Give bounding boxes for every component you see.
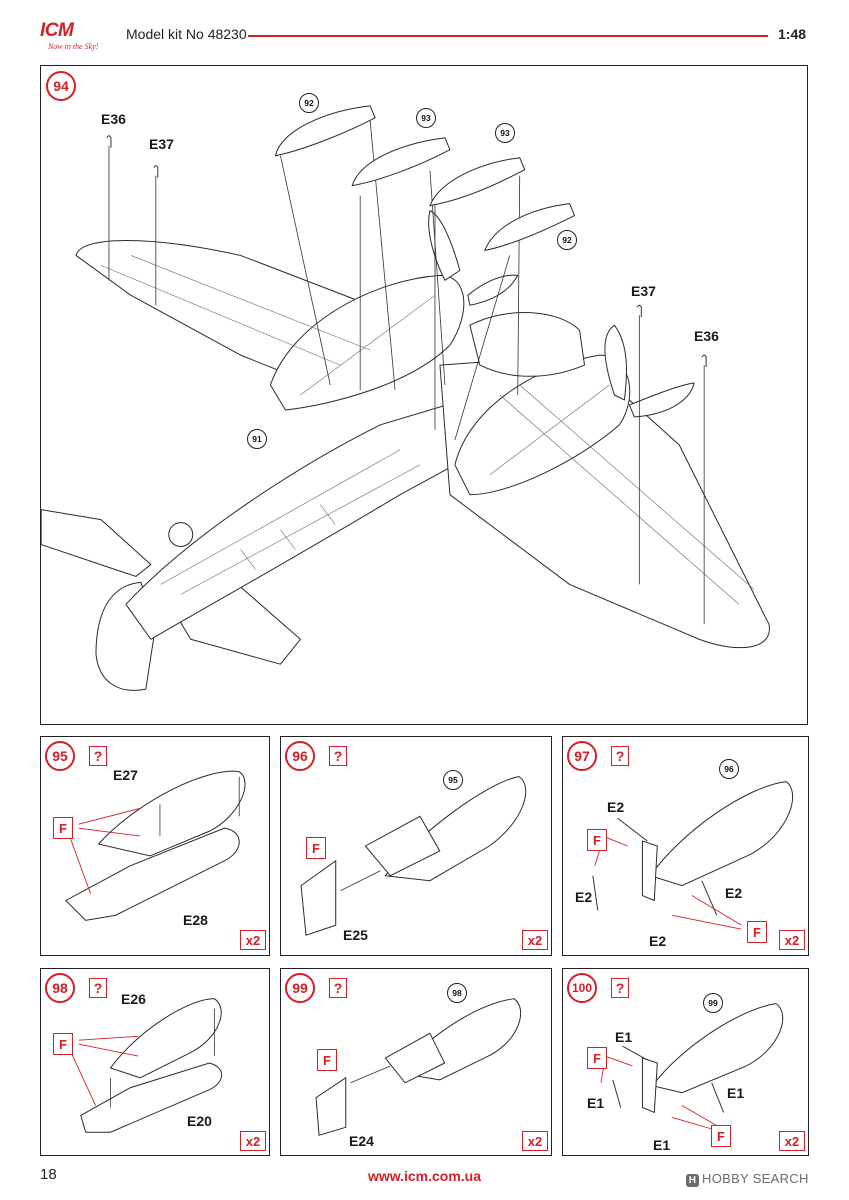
page-header: ICM Now in the Sky! Model kit No 48230 1… — [0, 0, 849, 60]
quantity-badge: x2 — [522, 930, 548, 950]
f-marker: F — [317, 1049, 337, 1071]
part-label-e2: E2 — [607, 799, 625, 815]
step-98-panel: 98 ? E26 E20 F x2 — [40, 968, 270, 1156]
step-94-number: 94 — [46, 71, 76, 101]
quantity-badge: x2 — [779, 1131, 805, 1151]
step-99-drawing — [315, 998, 522, 1136]
logo-wordmark: ICM — [40, 20, 74, 41]
step-100-number: 100 — [567, 973, 597, 1003]
f-marker: F — [587, 829, 607, 851]
part-label-e36: E36 — [101, 111, 126, 127]
watermark-badge-icon: H — [686, 1174, 699, 1187]
step-95-number: 95 — [45, 741, 75, 771]
website-url[interactable]: www.icm.com.ua — [367, 1168, 482, 1184]
part-label-e27: E27 — [113, 767, 138, 783]
kit-title: Model kit No 48230 — [126, 26, 247, 42]
part-label-e2: E2 — [575, 889, 593, 905]
ref-step-91: 91 — [247, 429, 267, 449]
part-label-e2: E2 — [725, 885, 743, 901]
quantity-badge: x2 — [779, 930, 805, 950]
quantity-badge: x2 — [240, 930, 266, 950]
aircraft-assembly-drawing — [41, 105, 770, 691]
step-94-panel: 94 E36 E37 E37 E36 92 93 93 92 91 — [40, 65, 808, 725]
ref-step-93: 93 — [495, 123, 515, 143]
help-marker: ? — [611, 978, 629, 998]
part-label-e1: E1 — [587, 1095, 605, 1111]
scale-label: 1:48 — [778, 26, 807, 42]
help-marker: ? — [89, 978, 107, 998]
f-marker: F — [306, 837, 326, 859]
quantity-badge: x2 — [522, 1131, 548, 1151]
step-97-number: 97 — [567, 741, 597, 771]
step-99-panel: 99 ? 98 F E24 x2 — [280, 968, 552, 1156]
icm-logo: ICM Now in the Sky! — [40, 20, 110, 56]
ref-step-98: 98 — [447, 983, 467, 1003]
f-marker: F — [587, 1047, 607, 1069]
step-99-number: 99 — [285, 973, 315, 1003]
f-marker: F — [711, 1125, 731, 1147]
help-marker: ? — [89, 746, 107, 766]
step-98-drawing — [70, 998, 223, 1133]
part-label-e1: E1 — [727, 1085, 745, 1101]
part-label-e28: E28 — [183, 912, 208, 928]
part-label-e20: E20 — [187, 1113, 212, 1129]
f-marker: F — [53, 1033, 73, 1055]
step-96-panel: 96 ? 95 F E25 x2 — [280, 736, 552, 956]
header-rule — [248, 35, 768, 37]
step-96-drawing — [300, 776, 527, 936]
part-label-e26: E26 — [121, 991, 146, 1007]
part-label-e37: E37 — [631, 283, 656, 299]
step-100-panel: 100 ? 99 E1 E1 E1 E1 F F x2 — [562, 968, 809, 1156]
part-label-e25: E25 — [343, 927, 368, 943]
step-97-panel: 97 ? 96 E2 E2 E2 E2 F F x2 — [562, 736, 809, 956]
part-label-e1: E1 — [615, 1029, 633, 1045]
ref-step-99: 99 — [703, 993, 723, 1013]
part-label-e36: E36 — [694, 328, 719, 344]
watermark-text: HOBBY SEARCH — [702, 1171, 809, 1186]
ref-step-92: 92 — [299, 93, 319, 113]
page-number: 18 — [40, 1166, 57, 1183]
step-95-drawing — [64, 770, 246, 921]
quantity-badge: x2 — [240, 1131, 266, 1151]
help-marker: ? — [329, 746, 347, 766]
step-97-drawing — [592, 781, 794, 930]
help-marker: ? — [329, 978, 347, 998]
ref-step-92: 92 — [557, 230, 577, 250]
logo-tagline: Now in the Sky! — [48, 42, 99, 51]
part-label-e2: E2 — [649, 933, 667, 949]
f-marker: F — [747, 921, 767, 943]
ref-step-95: 95 — [443, 770, 463, 790]
f-marker: F — [53, 817, 73, 839]
part-label-e1: E1 — [653, 1137, 671, 1153]
part-label-e24: E24 — [349, 1133, 374, 1149]
ref-step-96: 96 — [719, 759, 739, 779]
step-96-number: 96 — [285, 741, 315, 771]
step-98-number: 98 — [45, 973, 75, 1003]
part-label-e37: E37 — [149, 136, 174, 152]
ref-step-93: 93 — [416, 108, 436, 128]
step-95-panel: 95 ? E27 E28 F x2 — [40, 736, 270, 956]
help-marker: ? — [611, 746, 629, 766]
